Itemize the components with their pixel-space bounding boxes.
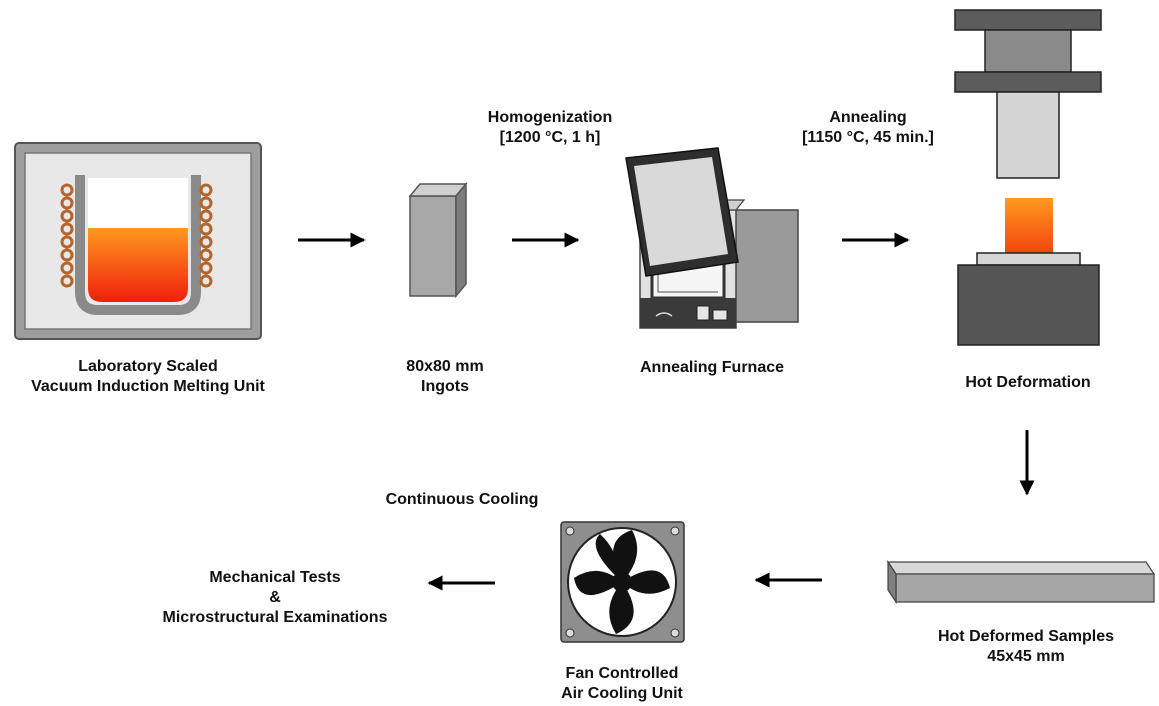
hot-deformation-label: Hot Deformation (965, 374, 1091, 391)
homogenization-label: Homogenization [1200 °C, 1 h] (487, 109, 613, 146)
continuous-cooling-label: Continuous Cooling (385, 491, 539, 508)
hot-deformation-press-icon (954, 9, 1102, 346)
melting-unit-label: Laboratory Scaled Vacuum Induction Melti… (31, 358, 265, 395)
fan-cooling-unit-label: Fan Controlled Air Cooling Unit (561, 665, 683, 702)
hot-deformed-bar-icon (886, 560, 1156, 604)
ingots-label: 80x80 mm Ingots (406, 358, 484, 395)
annealing-furnace-label: Annealing Furnace (639, 359, 785, 376)
annealing-label: Annealing [1150 °C, 45 min.] (802, 109, 934, 146)
vacuum-induction-melting-unit-icon (14, 142, 262, 340)
hot-deformed-samples-label: Hot Deformed Samples 45x45 mm (937, 628, 1115, 665)
flow-arrows (298, 232, 1035, 591)
ingot-icon (408, 181, 468, 299)
annealing-furnace-icon (625, 147, 799, 329)
fan-cooling-unit-icon (560, 521, 685, 643)
tests-label: Mechanical Tests & Microstructural Exami… (162, 569, 388, 626)
